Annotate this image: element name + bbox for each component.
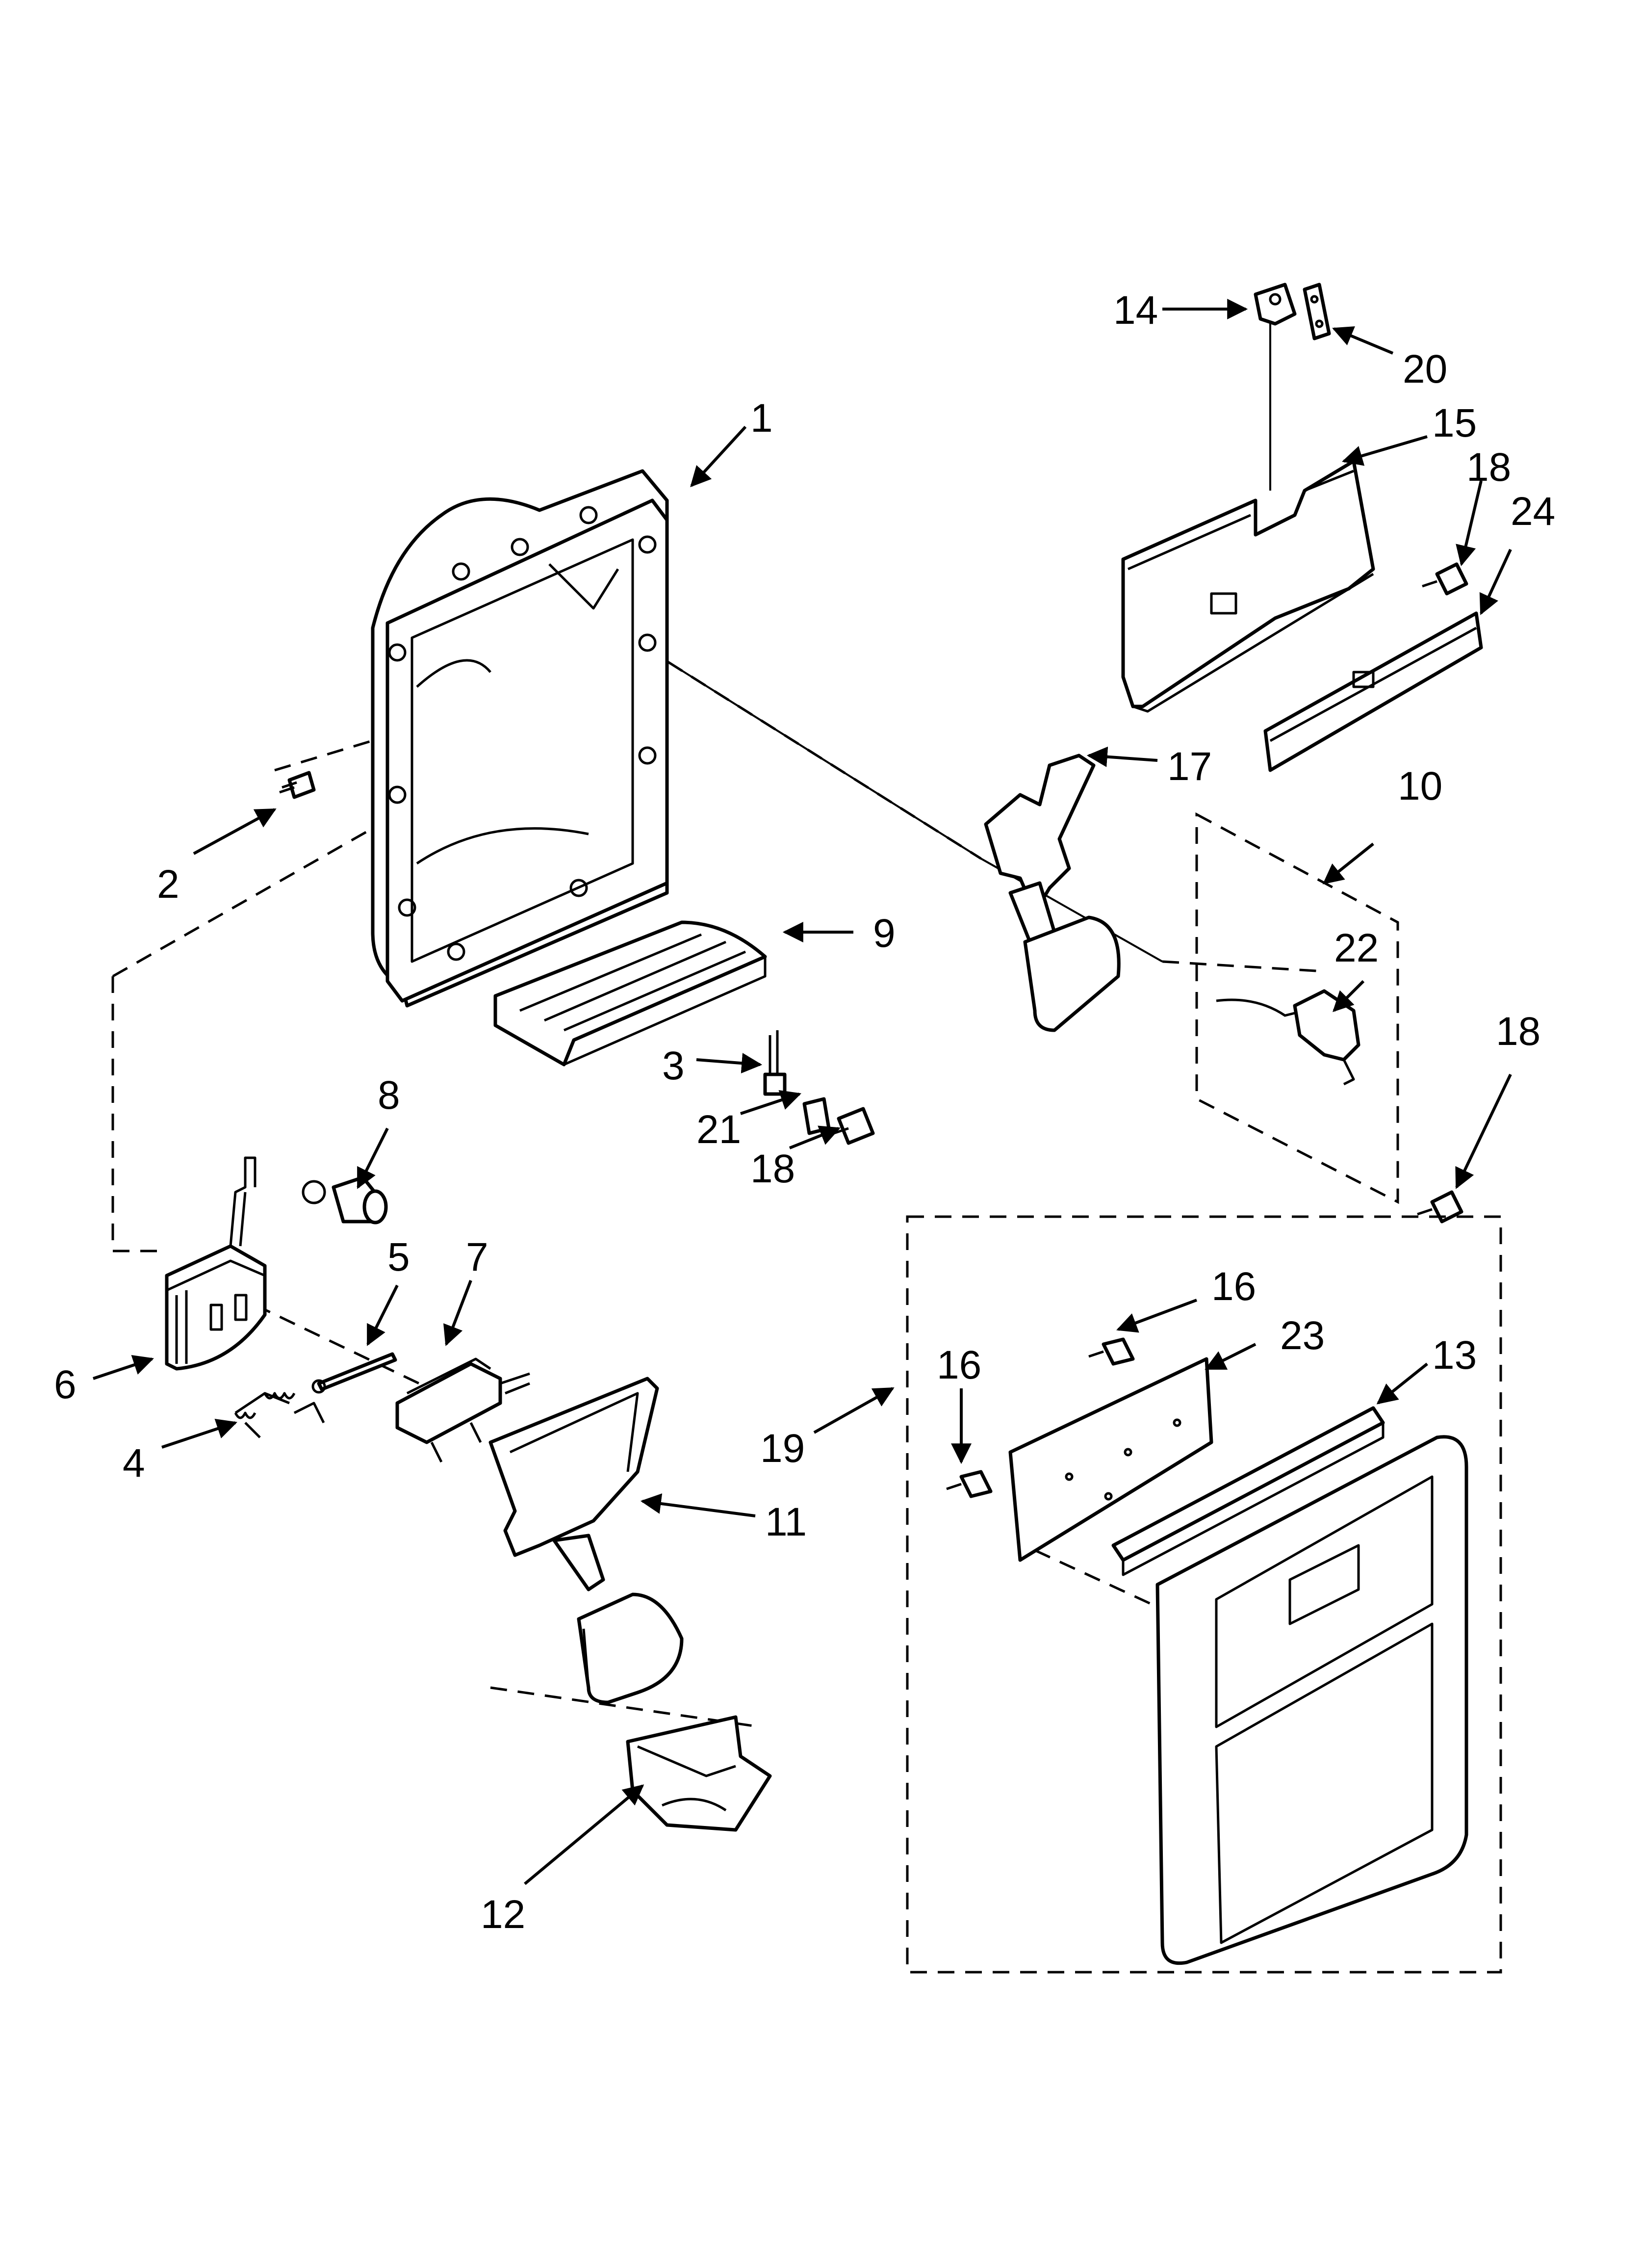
callout-15: 15 xyxy=(1432,401,1477,445)
leader-lines xyxy=(93,299,1512,1885)
callout-10: 10 xyxy=(1398,764,1442,808)
harness-22-part xyxy=(1216,989,1360,1086)
callout-16-lower: 16 xyxy=(937,1343,981,1387)
switch-14-part xyxy=(1254,283,1297,326)
drip-tray-part xyxy=(493,920,767,1067)
callout-14: 14 xyxy=(1113,288,1158,333)
callout-20: 20 xyxy=(1403,347,1447,391)
screw-16-lower-part xyxy=(946,1470,993,1498)
callout-16-upper: 16 xyxy=(1211,1264,1256,1309)
connection-lines xyxy=(111,314,1325,1728)
callout-19: 19 xyxy=(760,1426,805,1471)
callout-21: 21 xyxy=(696,1107,741,1152)
callout-5: 5 xyxy=(387,1235,410,1279)
dispenser-housing-part xyxy=(371,469,669,1008)
callout-8: 8 xyxy=(378,1073,400,1118)
callout-6: 6 xyxy=(54,1362,77,1407)
group-19-box xyxy=(906,1215,1502,1974)
callout-18-lower: 18 xyxy=(750,1147,795,1191)
bracket-21-part xyxy=(802,1097,831,1135)
callout-12: 12 xyxy=(481,1892,525,1937)
trim-13-part xyxy=(1111,1406,1385,1576)
callout-24: 24 xyxy=(1511,489,1555,534)
callout-23: 23 xyxy=(1280,1313,1325,1358)
screw-18-right-part xyxy=(1417,1190,1463,1224)
callout-11: 11 xyxy=(765,1500,807,1544)
callout-3: 3 xyxy=(662,1043,685,1088)
bracket-15-part xyxy=(1121,459,1375,713)
callout-18-upper: 18 xyxy=(1466,445,1511,490)
water-paddle-17-part xyxy=(984,754,1121,1032)
callout-22: 22 xyxy=(1334,926,1379,970)
circuit-board-23-part xyxy=(1008,1357,1213,1562)
callout-1: 1 xyxy=(750,396,773,441)
callout-7: 7 xyxy=(466,1235,488,1279)
screw-16-upper-part xyxy=(1088,1337,1135,1366)
ice-guide-12-part xyxy=(626,1715,772,1832)
callout-2: 2 xyxy=(157,862,180,907)
group-10-box xyxy=(1195,812,1399,1204)
callout-17: 17 xyxy=(1167,744,1212,789)
screw-2-part xyxy=(279,771,316,799)
control-box-6-part xyxy=(165,1156,267,1371)
solenoid-8-part xyxy=(302,1175,388,1225)
callout-9: 9 xyxy=(873,911,896,956)
pin-5-part xyxy=(311,1352,397,1394)
callout-labels: 1 2 9 3 21 18 8 6 5 4 7 11 12 17 14 20 1… xyxy=(54,288,1555,1937)
screw-18-upper-part xyxy=(1422,562,1468,596)
spring-4-part xyxy=(234,1392,325,1438)
lever-7-part xyxy=(395,1357,530,1463)
front-panel-13-part xyxy=(1155,1435,1468,1965)
ice-chute-11-part xyxy=(488,1377,684,1704)
callout-4: 4 xyxy=(123,1441,145,1486)
callout-13: 13 xyxy=(1432,1333,1477,1378)
clip-3-part xyxy=(763,1030,787,1096)
control-board-24-part xyxy=(1263,611,1483,772)
screw-18-lower-part xyxy=(833,1107,875,1145)
callout-18-right: 18 xyxy=(1496,1009,1540,1054)
insulator-20-part xyxy=(1303,283,1331,340)
